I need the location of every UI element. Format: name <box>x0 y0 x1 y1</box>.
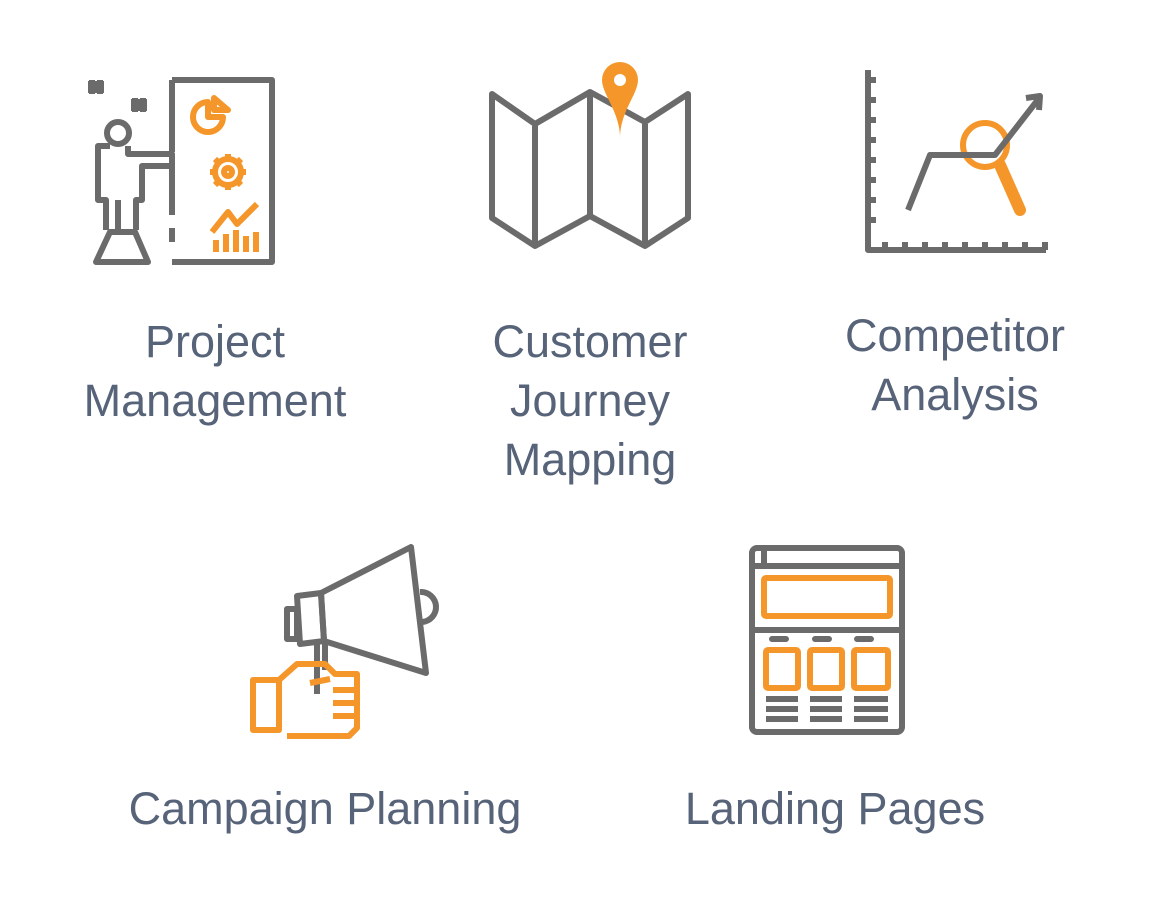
webpage-layout-icon <box>749 545 905 735</box>
megaphone-icon <box>250 544 440 739</box>
label-customer-journey-mapping: Customer Journey Mapping <box>440 312 740 489</box>
label-line: Mapping <box>503 434 677 485</box>
label-line: Competitor <box>844 310 1066 361</box>
label-line: Management <box>83 375 347 426</box>
label-competitor-analysis: Competitor Analysis <box>805 306 1105 424</box>
label-line: Campaign Planning <box>128 783 522 834</box>
label-line: Journey <box>509 375 671 426</box>
label-line: Analysis <box>871 369 1039 420</box>
map-pin-icon <box>489 62 691 249</box>
label-line: Landing Pages <box>684 783 986 834</box>
label-line: Customer <box>492 316 688 367</box>
label-project-management: Project Management <box>65 312 365 430</box>
label-campaign-planning: Campaign Planning <box>75 779 575 838</box>
chart-magnifier-icon <box>865 70 1048 253</box>
label-line: Project <box>144 316 286 367</box>
label-landing-pages: Landing Pages <box>585 779 1085 838</box>
presentation-board-icon <box>88 77 275 265</box>
